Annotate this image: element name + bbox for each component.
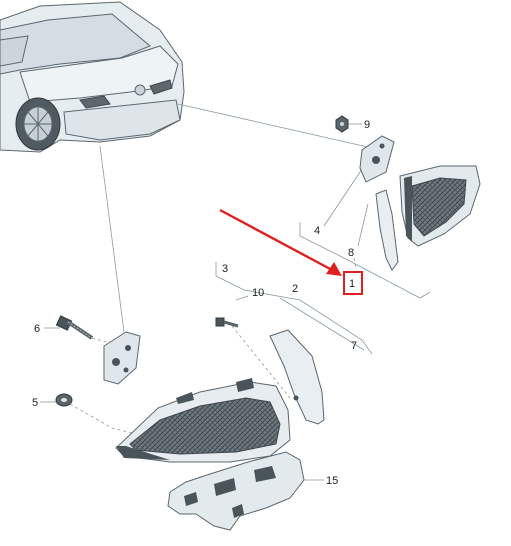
nut-item-9 [335, 115, 349, 133]
callout-6: 6 [34, 323, 40, 335]
lower-tail-light-housing [115, 378, 291, 463]
carrier-bracket-item-15 [167, 451, 305, 531]
callout-2: 2 [292, 283, 298, 295]
upper-mounting-bracket [359, 135, 395, 183]
upper-tail-light-housing [399, 165, 481, 247]
seal-strip-item-8 [375, 189, 399, 271]
callout-3: 3 [222, 263, 228, 275]
washer-item-5 [55, 393, 73, 407]
highlight-annotation [219, 208, 363, 295]
bolt-item-6 [55, 315, 94, 340]
callout-1: 1 [349, 278, 355, 290]
seal-item-7 [269, 329, 325, 425]
screw-item-10 [215, 317, 239, 328]
lower-mounting-bracket-item-3 [103, 331, 141, 385]
red-arrow [219, 208, 333, 272]
callout-15: 15 [326, 475, 338, 487]
callout-9: 9 [364, 119, 370, 131]
callout-8: 8 [348, 247, 354, 259]
callout-1-highlight-box [343, 271, 363, 295]
car-illustration [0, 1, 185, 153]
car-tail-light-right [149, 79, 173, 95]
car-wheel [15, 97, 61, 151]
callout-7: 7 [351, 340, 357, 352]
guide-lines [40, 103, 431, 481]
callout-5: 5 [32, 397, 38, 409]
red-arrow-head [326, 262, 342, 276]
car-tail-light-left [79, 95, 111, 109]
callout-labels: 1 2 3 4 5 6 7 8 9 10 15 [32, 119, 370, 487]
callout-10: 10 [252, 287, 264, 299]
car-badge [134, 84, 146, 96]
callout-4: 4 [314, 225, 320, 237]
